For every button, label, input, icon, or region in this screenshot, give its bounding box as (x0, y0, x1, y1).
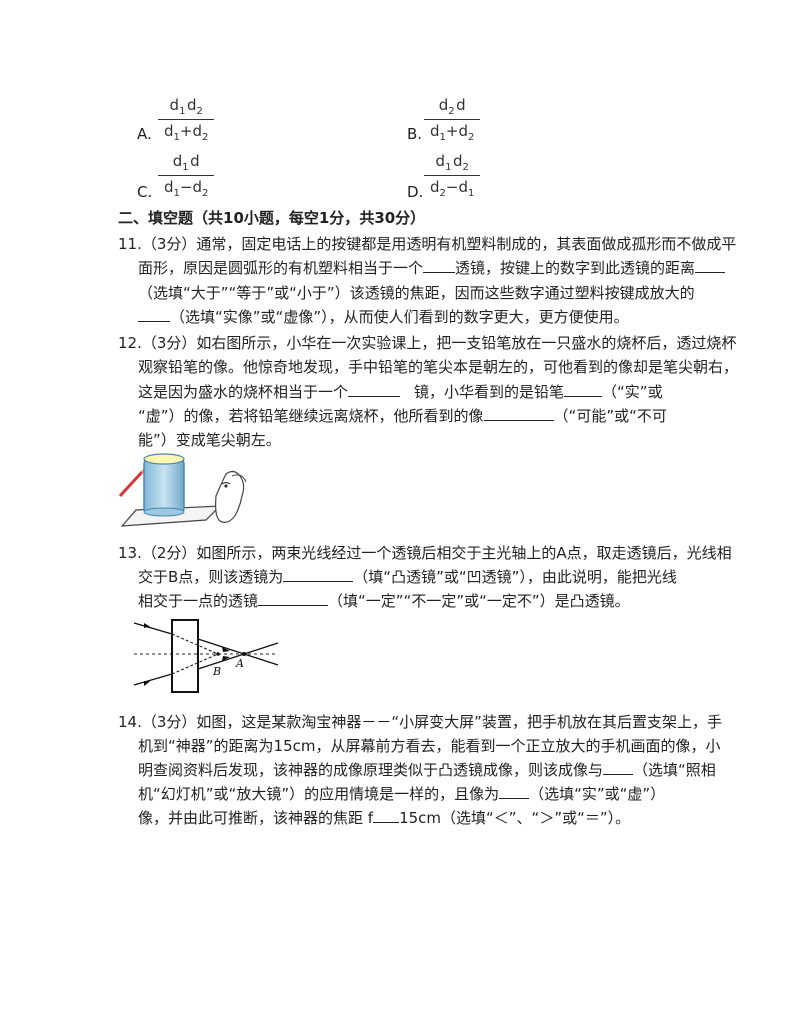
q14-line-2: 机到“神器”的距离为15cm，从屏幕前方看去，能看到一个正立放大的手机画面的像，… (138, 737, 721, 755)
q13-lens-diagram: A B (133, 619, 279, 693)
q12-line-2: 观察铅笔的像。他惊奇地发现，手中铅笔的笔尖本是朝左的，可他看到的像却是笔尖朝右， (138, 358, 739, 376)
q11-blank-1[interactable] (423, 258, 456, 273)
lens-box (171, 619, 199, 693)
q14-line-3: 明查阅资料后发现，该神器的成像原理类似于凸透镜成像，则该成像与（选填“照相 (138, 760, 716, 779)
q11-line-1: 11.（3分）通常，固定电话上的按键都是用透明有机塑料制成的，其表面做成孤形而不… (118, 235, 737, 253)
option-a-label[interactable]: A. (137, 125, 152, 143)
q12-line-1: 12.（3分）如右图所示，小华在一次实验课上，把一支铅笔放在一只盛水的烧杯后，透… (118, 334, 737, 352)
option-d-fraction: d1 d2 d2−d1 (424, 152, 481, 199)
option-c-label[interactable]: C. (137, 183, 153, 201)
q11-blank-3[interactable] (138, 307, 170, 322)
q13-blank-2[interactable] (258, 591, 329, 606)
label-b: B (212, 665, 221, 678)
denominator: d2−d1 (430, 178, 475, 199)
ray-upper-refracted (197, 638, 279, 666)
section-heading: 二、填空题（共10小题，每空1分，共30分） (118, 209, 426, 227)
q13-blank-1[interactable] (283, 567, 354, 582)
numerator: d1 d (172, 152, 200, 173)
q14-line-1: 14.（3分）如图，这是某款淘宝神器－－“小屏变大屏”装置，把手机放在其后置支架… (118, 713, 722, 731)
q14-line-4: 机“幻灯机”或“放大镜”）的应用情境是一样的，且像为（选填“实”或“虚”） (138, 784, 666, 803)
option-d-label[interactable]: D. (407, 183, 424, 201)
beaker-icon (143, 457, 185, 515)
point-b (216, 652, 220, 656)
option-c-fraction: d1 d d1−d2 (158, 152, 215, 199)
q12-blank-1[interactable] (348, 382, 401, 397)
option-b-label[interactable]: B. (407, 125, 423, 143)
q12-line-5: 能”）变成笔尖朝左。 (138, 431, 281, 449)
denominator: d1+d2 (164, 122, 209, 143)
q11-blank-2[interactable] (695, 258, 726, 273)
q11-line-3: （选填“大于”“等于”或“小于”）该透镜的焦距，因而这些数字通过塑料按键成放大的 (138, 284, 695, 302)
numerator: d1 d2 (169, 96, 203, 117)
q13-line-1: 13.（2分）如图所示，两束光线经过一个透镜后相交于主光轴上的A点，取走透镜后，… (118, 544, 732, 562)
denominator: d1−d2 (164, 178, 209, 199)
q14-blank-1[interactable] (603, 760, 634, 775)
pencil-icon (118, 470, 144, 498)
ray-lower-incident (133, 673, 173, 686)
q11-line-2: 面形，原因是圆弧形的有机塑料相当于一个透镜，按键上的数字到此透镜的距离 (138, 258, 726, 278)
q12-blank-3[interactable] (483, 406, 554, 421)
ray-lower-refracted (197, 642, 279, 670)
q13-line-2: 交于B点，则该透镜为（填“凸透镜”或“凹透镜”），由此说明，能把光线 (138, 567, 677, 586)
option-a-fraction: d1 d2 d1+d2 (158, 96, 215, 143)
q12-line-3: 这是因为盛水的烧杯相当于一个镜，小华看到的是铅笔（“实”或 (138, 382, 663, 401)
face-icon (215, 470, 245, 523)
denominator: d1+d2 (430, 122, 475, 143)
q12-beaker-illustration (118, 453, 247, 527)
numerator: d1 d2 (435, 152, 469, 173)
numerator: d2 d (438, 96, 466, 117)
q13-line-3: 相交于一点的透镜（填“一定”“不一定”或“一定不”）是凸透镜。 (138, 591, 630, 610)
q12-blank-2[interactable] (564, 382, 603, 397)
q11-line-4: （选填“实像”或“虚像”），从而使人们看到的数字更大，更方便使用。 (138, 307, 629, 327)
option-b-fraction: d2 d d1+d2 (424, 96, 481, 143)
q14-blank-2[interactable] (499, 784, 530, 799)
point-a (242, 652, 246, 656)
q12-line-4: “虚”）的像，若将铅笔继续远离烧杯，他所看到的像（“可能”或“不可 (138, 406, 667, 425)
q14-blank-3[interactable] (373, 808, 400, 823)
eye-icon (221, 481, 231, 485)
label-a: A (235, 657, 244, 670)
ray-upper-incident (133, 622, 173, 635)
